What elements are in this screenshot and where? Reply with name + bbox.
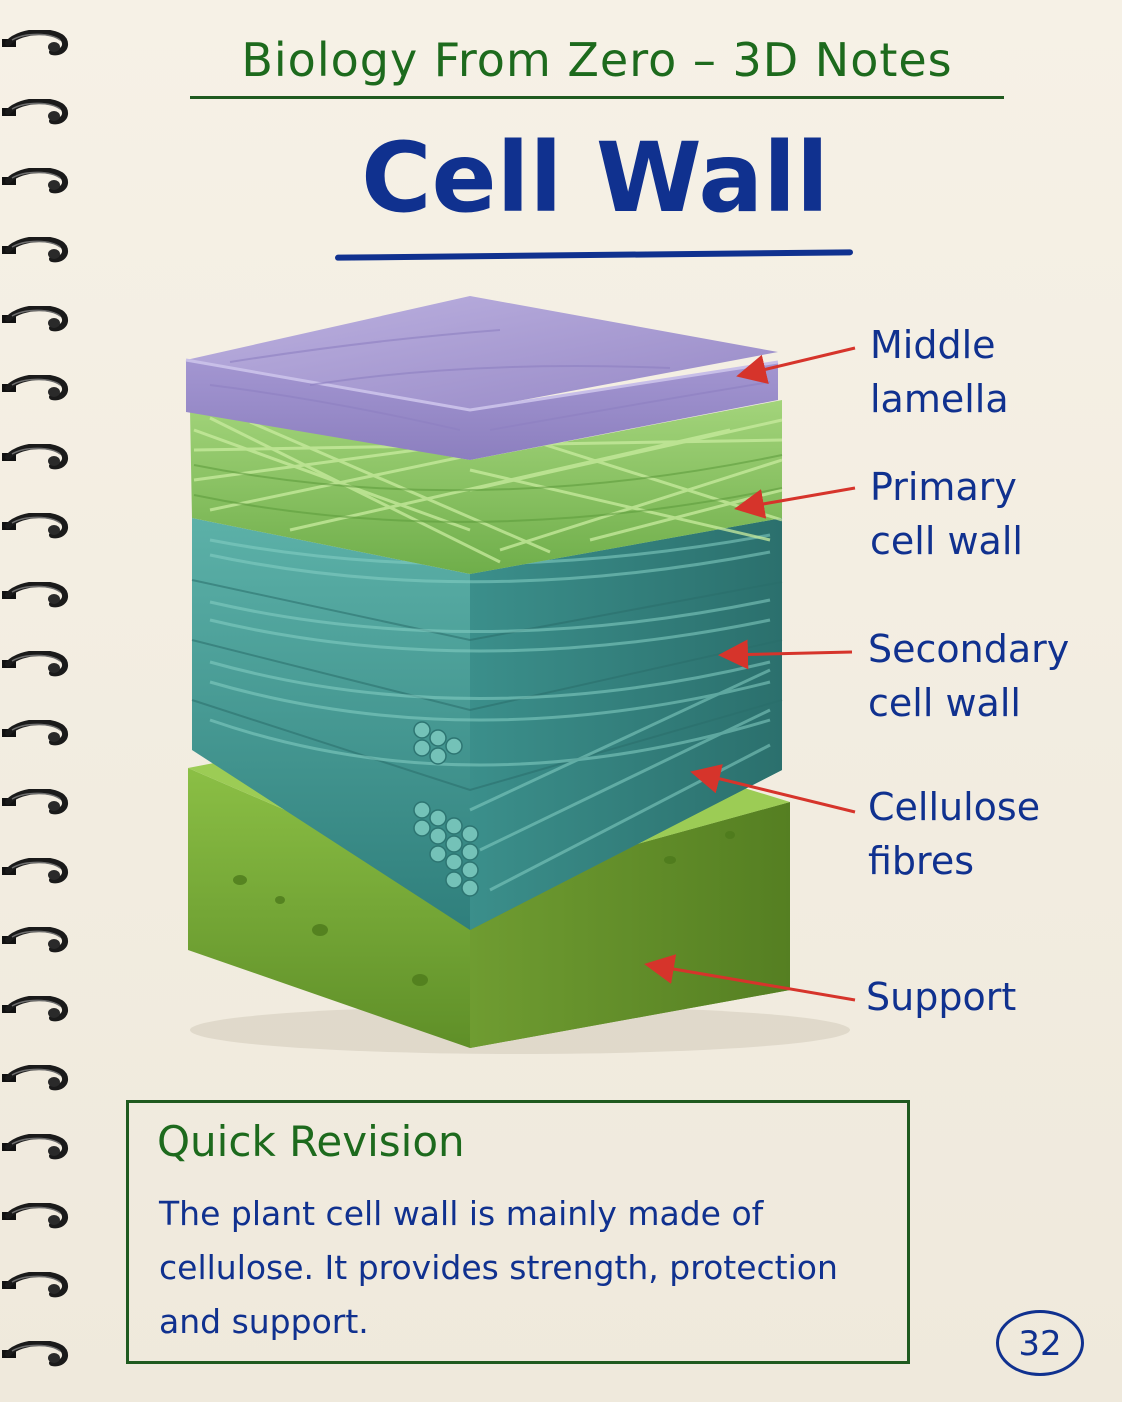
label-primary-cell-wall: Primary cell wall xyxy=(870,460,1023,568)
spiral-ring xyxy=(2,1133,72,1160)
quick-revision-box: Quick Revision The plant cell wall is ma… xyxy=(126,1100,910,1364)
label-line: cell wall xyxy=(870,519,1023,563)
revision-text: The plant cell wall is mainly made of ce… xyxy=(159,1194,838,1341)
subject-title: Biology From Zero – 3D Notes xyxy=(241,33,953,87)
label-line: cell wall xyxy=(868,681,1021,725)
label-secondary-cell-wall: Secondary cell wall xyxy=(868,622,1069,730)
cell-wall-diagram xyxy=(185,296,850,1054)
spiral-ring xyxy=(2,1202,72,1229)
middle-lamella-layer xyxy=(185,296,779,460)
spiral-ring xyxy=(2,512,72,539)
spiral-ring xyxy=(2,98,72,125)
spiral-ring xyxy=(2,926,72,953)
title-underline xyxy=(334,249,854,261)
spiral-ring xyxy=(2,374,72,401)
secondary-cell-wall-layer xyxy=(191,518,783,930)
spiral-ring xyxy=(2,29,72,56)
label-line: lamella xyxy=(870,377,1009,421)
spiral-ring xyxy=(2,650,72,677)
notebook-header: Biology From Zero – 3D Notes xyxy=(190,24,1004,99)
spiral-ring xyxy=(2,719,72,746)
page-title: Cell Wall xyxy=(361,122,829,234)
spiral-ring xyxy=(2,581,72,608)
label-middle-lamella: Middle lamella xyxy=(870,318,1009,426)
spiral-ring xyxy=(2,305,72,332)
spiral-ring xyxy=(2,1064,72,1091)
revision-title: Quick Revision xyxy=(157,1117,465,1166)
spiral-ring xyxy=(2,236,72,263)
label-support: Support xyxy=(866,970,1016,1024)
spiral-ring xyxy=(2,788,72,815)
spiral-ring xyxy=(2,995,72,1022)
spiral-ring xyxy=(2,857,72,884)
spiral-ring xyxy=(2,443,72,470)
label-line: Primary xyxy=(870,465,1017,509)
label-line: fibres xyxy=(868,839,975,883)
page-number-badge: 32 xyxy=(996,1310,1084,1376)
label-line: Middle xyxy=(870,323,996,367)
spiral-ring xyxy=(2,1271,72,1298)
spiral-binding xyxy=(0,0,90,1402)
label-cellulose-fibres: Cellulose fibres xyxy=(868,780,1040,888)
label-line: Support xyxy=(866,975,1017,1019)
label-line: Secondary xyxy=(868,627,1070,671)
label-line: Cellulose xyxy=(868,785,1041,829)
spiral-ring xyxy=(2,167,72,194)
spiral-ring xyxy=(2,1340,72,1367)
